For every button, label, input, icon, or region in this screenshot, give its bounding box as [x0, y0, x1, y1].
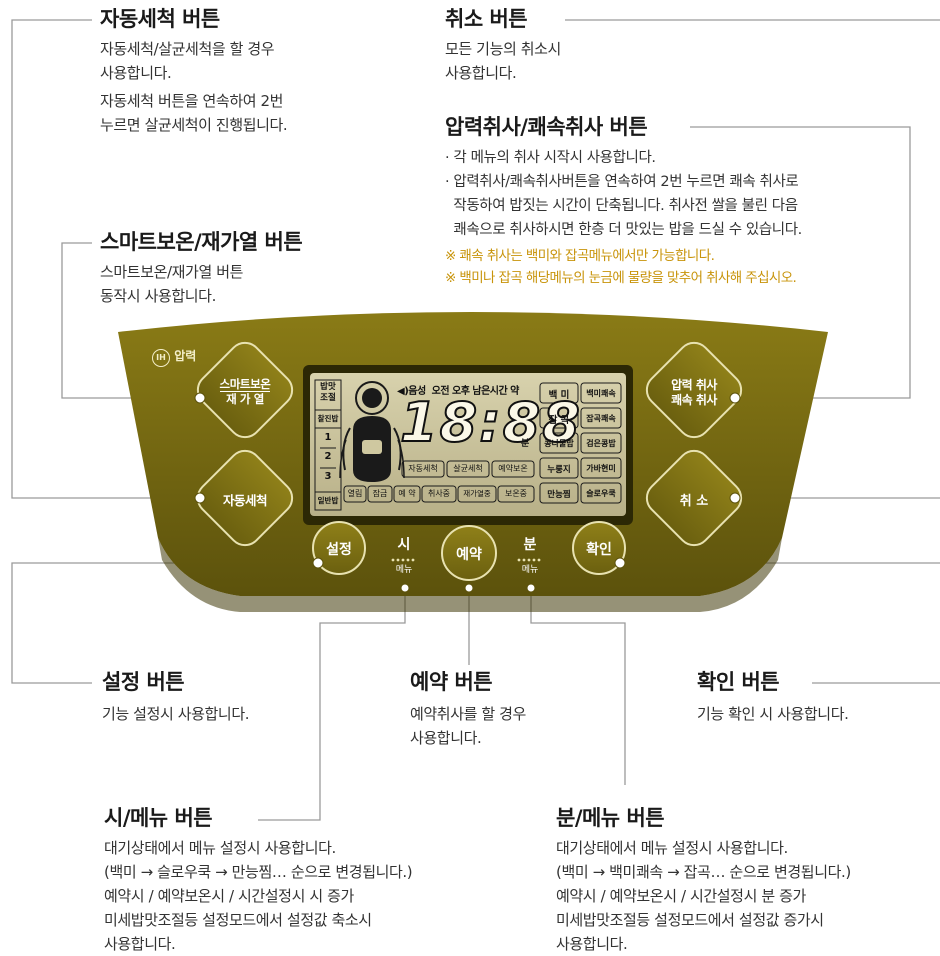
lcd-status-3: 예약보온	[498, 464, 528, 473]
confirm-button[interactable]	[572, 521, 626, 575]
lcd-top-row: ◀)음성 오전 오후 남은시간 약	[397, 386, 519, 397]
lcd-bottom-6: 보온중	[504, 489, 528, 498]
lcd-status-2: 살균세척	[453, 464, 483, 473]
lcd-digits: 18:88	[399, 391, 582, 454]
lcd-menu-2-0: 콩나물밥	[544, 439, 574, 448]
lcd-level-3: 3	[324, 471, 332, 482]
cancel-button[interactable]	[640, 444, 747, 551]
leader-auto-clean	[11, 19, 200, 499]
lcd-bottom-3: 예 약	[398, 489, 416, 498]
auto-clean-button[interactable]	[191, 444, 298, 551]
cancel-button-label: 취 소	[679, 494, 709, 509]
ih-logo: IH 압력	[152, 347, 196, 367]
panel-shadow	[158, 538, 782, 612]
callout-title: 취소 버튼	[445, 7, 528, 31]
callout-title: 분/메뉴 버튼	[556, 806, 665, 830]
pressure-button-label: 압력 취사 쾌속 취사	[671, 378, 717, 407]
confirm-label: 확인	[586, 542, 612, 558]
callout-title: 예약 버튼	[410, 670, 493, 694]
lcd-level-2: 2	[324, 451, 332, 462]
lcd-menu-1-1: 잡곡쾌속	[586, 414, 616, 423]
lcd-bottom-2: 잠금	[372, 489, 388, 498]
smart-button[interactable]	[191, 336, 298, 443]
ih-mark: IH	[152, 349, 170, 367]
callout-title: 압력취사/쾌속취사 버튼	[445, 115, 648, 139]
lcd-bottom-5: 재가열중	[463, 489, 491, 498]
lcd-menu-3-1: 가바현미	[586, 464, 616, 473]
lcd-menu-2-1: 검은콩밥	[586, 439, 616, 448]
reserve-dot	[464, 583, 474, 593]
lcd-bottom-4: 취사중	[427, 489, 451, 498]
setting-label: 설정	[326, 542, 352, 558]
lcd-status-1: 자동세척	[408, 464, 438, 473]
hour-menu-label[interactable]: 시 메뉴	[395, 537, 413, 575]
callout-title: 스마트보온/재가열 버튼	[100, 230, 303, 254]
min-button-dot[interactable]	[526, 583, 536, 593]
lcd-menu-0-0: 백 미	[548, 390, 570, 401]
lcd-menu-4-0: 만능찜	[547, 490, 571, 500]
lcd-sticky-label: 찰진밥	[317, 414, 339, 423]
reserve-button[interactable]	[441, 525, 497, 581]
callout-title: 설정 버튼	[102, 670, 185, 694]
lcd-menu-3-0: 누룽지	[547, 465, 571, 475]
callout-title: 시/메뉴 버튼	[104, 806, 213, 830]
speaker-icon	[355, 381, 389, 415]
callout-pressure: 압력취사/쾌속취사 버튼 · 각 메뉴의 취사 시작시 사용합니다. · 압력취…	[445, 113, 935, 289]
min-menu-label[interactable]: 분 메뉴	[521, 537, 539, 575]
lcd-menu-0-1: 백미쾌속	[586, 389, 616, 398]
pressure-button[interactable]	[640, 336, 747, 443]
lcd-level-1: 1	[324, 432, 332, 443]
lcd-menu-1-0: 잡 곡	[548, 415, 570, 426]
lcd-screen	[310, 373, 626, 516]
callout-reserve: 예약 버튼 예약취사를 할 경우 사용합니다.	[410, 668, 650, 750]
lcd-unit: 분	[521, 439, 530, 449]
callout-hour-menu: 시/메뉴 버튼 대기상태에서 메뉴 설정시 사용합니다. (백미 → 슬로우쿡 …	[104, 804, 504, 956]
callout-min-menu: 분/메뉴 버튼 대기상태에서 메뉴 설정시 사용합니다. (백미 → 백미쾌속 …	[556, 804, 936, 956]
auto-clean-label: 자동세척	[222, 493, 268, 508]
lcd-taste-label: 밥맛 조절	[320, 382, 336, 403]
callout-auto-clean: 자동세척 버튼 자동세척/살균세척을 할 경우 사용합니다. 자동세척 버튼을 …	[100, 5, 400, 137]
reserve-label: 예약	[456, 547, 482, 563]
lcd-bottom-1: 열림	[347, 489, 363, 498]
setting-button[interactable]	[312, 521, 366, 575]
callout-smart: 스마트보온/재가열 버튼 스마트보온/재가열 버튼 동작시 사용합니다.	[100, 228, 400, 308]
leader-pressure	[690, 126, 911, 399]
callout-cancel: 취소 버튼 모든 기능의 취소시 사용합니다.	[445, 5, 745, 85]
callout-setting: 설정 버튼 기능 설정시 사용합니다.	[102, 668, 362, 726]
callout-confirm: 확인 버튼 기능 확인 시 사용합니다.	[697, 668, 937, 726]
callout-title: 자동세척 버튼	[100, 7, 220, 31]
lcd-menu-4-1: 슬로우쿡	[586, 489, 616, 498]
callout-title: 확인 버튼	[697, 670, 780, 694]
smart-button-label: 스마트보온 재 가 열	[219, 377, 271, 406]
lcd-normal-label: 일반밥	[317, 496, 339, 505]
hour-button-dot[interactable]	[400, 583, 410, 593]
